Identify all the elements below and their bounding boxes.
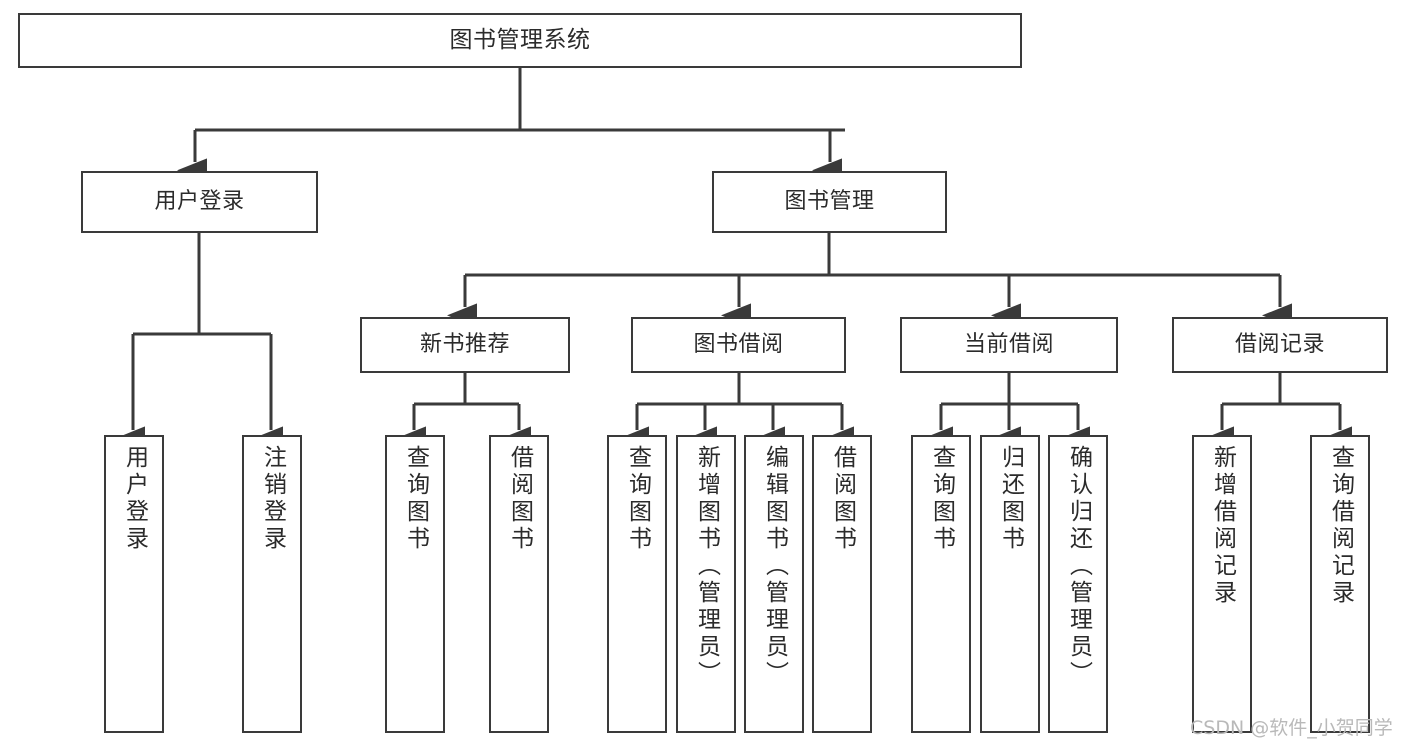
node-label: 图书借阅 [693, 332, 784, 358]
node-label: 编辑图书（管理员） [761, 445, 788, 688]
node-label: 查询图书 [624, 445, 651, 553]
node-borrowing-records[interactable]: 借阅记录 [1172, 317, 1388, 373]
watermark-text: CSDN @软件_小贺同学 [1190, 717, 1393, 739]
node-label: 新增借阅记录 [1209, 445, 1236, 607]
leaf-borrow-records-query-record[interactable]: 查询借阅记录 [1310, 435, 1370, 733]
node-label: 用户登录 [154, 189, 245, 215]
node-label: 图书管理 [784, 189, 875, 215]
node-label: 新书推荐 [419, 332, 510, 358]
node-label: 借阅图书 [506, 445, 533, 553]
node-book-management[interactable]: 图书管理 [712, 171, 947, 233]
node-label: 归还图书 [997, 445, 1024, 553]
node-label: 借阅记录 [1234, 332, 1325, 358]
leaf-book-borrow-add-book-admin[interactable]: 新增图书（管理员） [676, 435, 736, 733]
node-label: 查询图书 [402, 445, 429, 553]
node-book-borrowing[interactable]: 图书借阅 [631, 317, 846, 373]
node-label: 用户登录 [121, 445, 148, 553]
node-label: 当前借阅 [963, 332, 1054, 358]
leaf-current-borrow-confirm-return-admin[interactable]: 确认归还（管理员） [1048, 435, 1108, 733]
node-label: 新增图书（管理员） [693, 445, 720, 688]
leaf-user-login-login[interactable]: 用户登录 [104, 435, 164, 733]
leaf-current-borrow-return-books[interactable]: 归还图书 [980, 435, 1040, 733]
node-root-library-management-system[interactable]: 图书管理系统 [18, 13, 1022, 68]
leaf-new-book-query-books[interactable]: 查询图书 [385, 435, 445, 733]
leaf-book-borrow-edit-book-admin[interactable]: 编辑图书（管理员） [744, 435, 804, 733]
leaf-current-borrow-query-books[interactable]: 查询图书 [911, 435, 971, 733]
node-label: 图书管理系统 [449, 27, 591, 54]
leaf-book-borrow-borrow-books[interactable]: 借阅图书 [812, 435, 872, 733]
node-label: 确认归还（管理员） [1065, 445, 1092, 688]
node-label: 查询图书 [928, 445, 955, 553]
leaf-new-book-borrow-books[interactable]: 借阅图书 [489, 435, 549, 733]
node-user-login[interactable]: 用户登录 [81, 171, 318, 233]
node-label: 借阅图书 [829, 445, 856, 553]
leaf-user-login-logout[interactable]: 注销登录 [242, 435, 302, 733]
leaf-borrow-records-add-record[interactable]: 新增借阅记录 [1192, 435, 1252, 733]
node-label: 注销登录 [259, 445, 286, 553]
node-label: 查询借阅记录 [1327, 445, 1354, 607]
node-new-book-recommendation[interactable]: 新书推荐 [360, 317, 570, 373]
leaf-book-borrow-query-books[interactable]: 查询图书 [607, 435, 667, 733]
node-current-borrowing[interactable]: 当前借阅 [900, 317, 1118, 373]
